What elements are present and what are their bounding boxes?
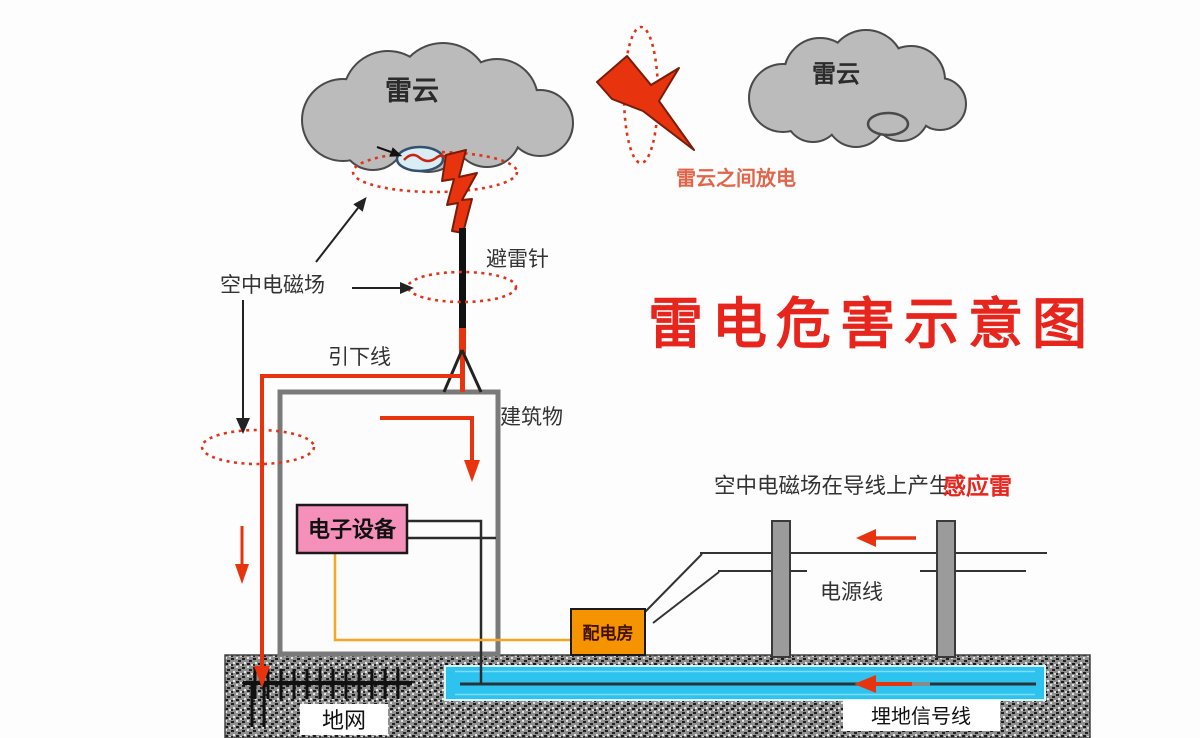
buried-signal-line bbox=[444, 665, 1046, 701]
swirl-pointer-arrowhead-icon bbox=[389, 147, 403, 157]
current-direction-arrowhead-icon bbox=[235, 564, 249, 584]
intercloud-lightning-bolt-icon bbox=[596, 55, 695, 151]
thundercloud-right-label: 雷云 bbox=[812, 60, 860, 88]
ground-grid-label-box bbox=[300, 704, 388, 735]
utility-pole-2 bbox=[936, 520, 956, 658]
lightning-rod bbox=[406, 228, 518, 393]
arrow-right-head-icon bbox=[400, 282, 414, 294]
electronic-equipment-label: 电子设备 bbox=[308, 517, 397, 543]
equipment-power-wire bbox=[333, 553, 571, 642]
building-surge-arrow bbox=[380, 416, 474, 462]
cloud-base-discharge bbox=[351, 145, 519, 234]
thundercloud-left-label: 雷云 bbox=[385, 76, 439, 107]
intercloud-discharge: 雷云之间放电 bbox=[596, 25, 796, 190]
down-conductor-label: 引下线 bbox=[328, 345, 391, 369]
charge-scribble bbox=[403, 153, 449, 163]
cloud-bump bbox=[866, 111, 910, 137]
air-em-field-label: 空中电磁场 bbox=[220, 273, 325, 297]
buried-signal-label: 埋地信号线 bbox=[871, 704, 971, 728]
rod-field-ellipse bbox=[406, 270, 518, 304]
power-line-label: 电源线 bbox=[820, 580, 883, 604]
intercloud-discharge-label: 雷云之间放电 bbox=[676, 166, 796, 190]
down-conductor-arrowhead-icon bbox=[254, 666, 270, 688]
equipment-signal-wire bbox=[407, 519, 483, 684]
induced-current-arrowhead-icon bbox=[856, 529, 876, 547]
swirl-pointer-arrow bbox=[376, 146, 392, 153]
arrow-down-head-icon bbox=[236, 418, 250, 434]
air-em-field-arrows bbox=[242, 207, 400, 420]
ground-field-ellipse bbox=[200, 428, 316, 466]
page-title: 雷电危害示意图 bbox=[648, 292, 1096, 356]
signal-current-arrowhead-icon bbox=[854, 675, 876, 693]
service-drop-wire-2 bbox=[652, 571, 720, 624]
electronic-equipment-box bbox=[295, 503, 409, 555]
distribution-room-box bbox=[570, 608, 646, 656]
power-line-assembly bbox=[700, 520, 1047, 658]
thundercloud-right: 雷云 bbox=[748, 29, 967, 148]
rod-tripod bbox=[442, 349, 483, 393]
arrow-upright-head-icon bbox=[353, 196, 367, 212]
service-drop-wire-1 bbox=[644, 553, 703, 613]
buried-signal-label-box bbox=[843, 700, 1000, 731]
distribution-room-label: 配电房 bbox=[583, 623, 634, 644]
building-label: 建筑物 bbox=[500, 405, 563, 429]
thundercloud-left: 雷云 bbox=[301, 42, 574, 173]
induced-caption-highlight: 感应雷 bbox=[943, 473, 1012, 500]
utility-pole-1 bbox=[771, 520, 791, 658]
building-surge-arrowhead-icon bbox=[464, 460, 480, 482]
down-conductor bbox=[260, 374, 462, 668]
ground-grid-label: 地网 bbox=[322, 709, 366, 734]
lightning-rod-label: 避雷针 bbox=[486, 247, 549, 271]
induced-caption: 空中电磁场在导线上产生 bbox=[714, 474, 951, 499]
ground-grid bbox=[243, 669, 412, 727]
